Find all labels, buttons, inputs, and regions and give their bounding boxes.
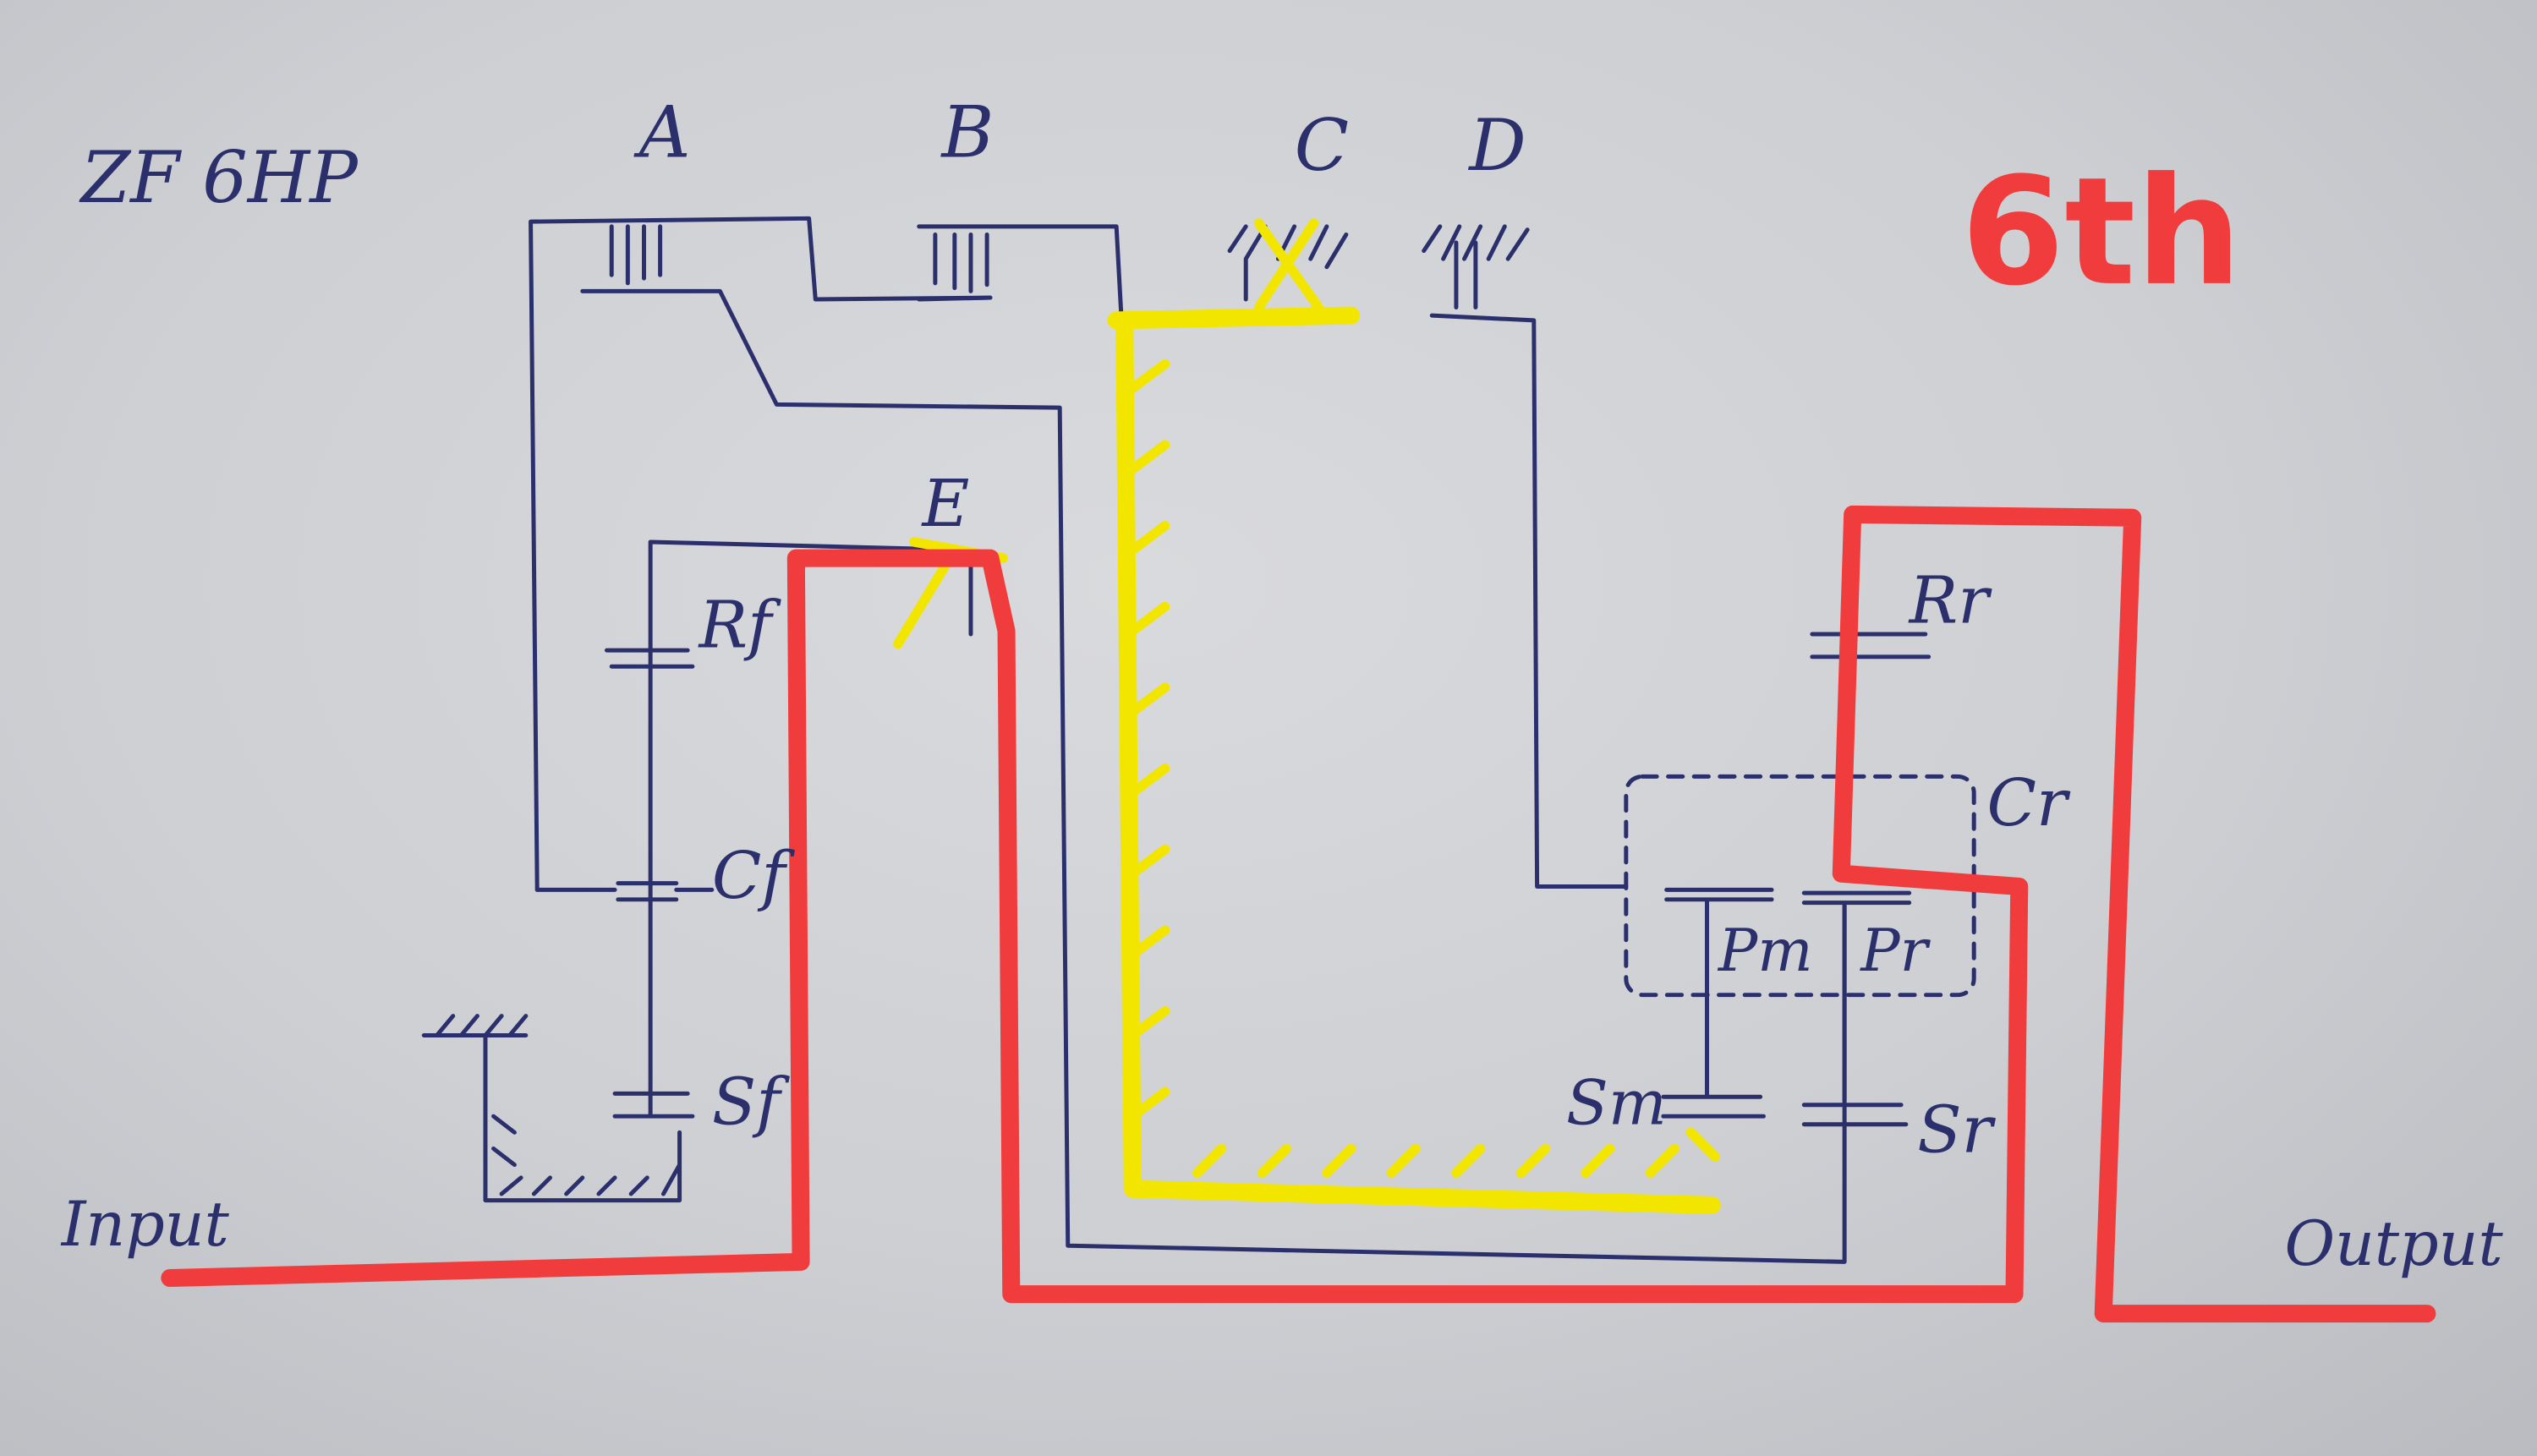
clutch-a-housing [529, 216, 993, 892]
ground-sf [421, 1014, 682, 1203]
label-pr: Pr [1859, 917, 1931, 985]
label-cf: Cf [712, 839, 796, 914]
carrier-rear-box [1624, 774, 1976, 998]
label-d: D [1467, 104, 1526, 187]
clutch-b [917, 224, 1124, 318]
held-member-path [1107, 306, 1721, 1214]
label-output: Output [2285, 1209, 2504, 1280]
label-pm: Pm [1717, 917, 1813, 985]
rear-planetary [1661, 632, 1932, 1127]
schematic-ink [167, 216, 1976, 1280]
label-sr: Sr [1917, 1092, 1996, 1168]
brake-c-hatch [1227, 224, 1349, 302]
brake-d [1422, 224, 1629, 889]
label-e: E [921, 467, 970, 542]
gear-label: 6th [1961, 145, 2242, 319]
hatching [1127, 359, 1720, 1178]
clutch-a-plates [580, 224, 1847, 1264]
power-flow-path [161, 505, 2436, 1323]
label-cr: Cr [1986, 766, 2071, 841]
reaction-path [893, 218, 1721, 1214]
label-sf: Sf [712, 1065, 790, 1141]
title-label: ZF 6HP [79, 136, 359, 219]
label-sm: Sm [1566, 1069, 1667, 1140]
label-c: C [1295, 104, 1349, 187]
label-rr: Rr [1908, 564, 1993, 639]
label-a: A [633, 91, 691, 174]
brake-c-x-mark [1253, 218, 1324, 313]
label-input: Input [60, 1190, 230, 1261]
label-b: B [940, 91, 995, 174]
label-rf: Rf [698, 588, 782, 663]
